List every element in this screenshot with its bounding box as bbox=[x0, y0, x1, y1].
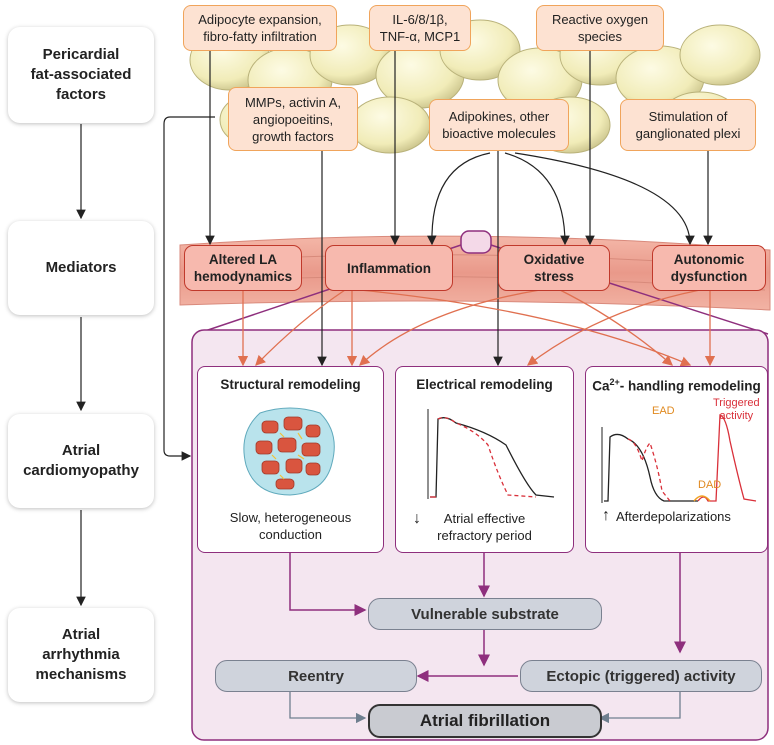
ectopic-activity: Ectopic (triggered) activity bbox=[520, 660, 762, 692]
mediator-oxidative-stress: Oxidative stress bbox=[498, 245, 610, 291]
panel-structural-title: Structural remodeling bbox=[220, 377, 361, 392]
panel-electrical-title: Electrical remodeling bbox=[416, 377, 553, 392]
mediator-altered-la-hemodynamics: Altered LA hemodynamics bbox=[184, 245, 302, 291]
down-arrow-icon: ↓ bbox=[413, 510, 421, 527]
dad-label: DAD bbox=[698, 479, 722, 491]
afterdepolarization-chart bbox=[601, 414, 757, 503]
atrial-fibrillation: Atrial fibrillation bbox=[368, 704, 602, 738]
mediator-inflammation: Inflammation bbox=[325, 245, 453, 291]
factor-ganglionated-plexi: Stimulation of ganglionated plexi bbox=[620, 99, 756, 151]
reentry: Reentry bbox=[215, 660, 417, 692]
mediator-autonomic-dysfunction: Autonomic dysfunction bbox=[652, 245, 766, 291]
fibrotic-tissue-illustration bbox=[243, 407, 335, 496]
zoom-marker bbox=[460, 230, 492, 254]
factor-interleukins: IL-6/8/1β, TNF-α, MCP1 bbox=[369, 5, 471, 51]
panel-structural-caption: Slow, heterogeneous conduction bbox=[229, 510, 352, 542]
vulnerable-substrate: Vulnerable substrate bbox=[368, 598, 602, 630]
action-potential-chart bbox=[427, 409, 555, 499]
panel-calcium-caption: Afterdepolarizations bbox=[616, 509, 731, 524]
factor-reactive-oxygen: Reactive oxygen species bbox=[536, 5, 664, 51]
stage-atrial-cardiomyopathy: Atrial cardiomyopathy bbox=[8, 414, 154, 508]
factor-adipocyte-expansion: Adipocyte expansion, fibro-fatty infiltr… bbox=[183, 5, 337, 51]
stage-mediators: Mediators bbox=[8, 221, 154, 315]
ead-label: EAD bbox=[652, 405, 675, 417]
panel-structural-remodeling: Structural remodeling Slow, heterogeneou… bbox=[197, 366, 384, 553]
panel-electrical-caption: Atrial effective refractory period bbox=[437, 511, 532, 543]
panel-electrical-remodeling: Electrical remodeling ↓ Atrial effective… bbox=[395, 366, 574, 553]
up-arrow-icon: ↑ bbox=[602, 507, 610, 524]
triggered-activity-label: Triggered activity bbox=[713, 397, 760, 422]
panel-calcium-remodeling: Ca2+- handling remodeling EAD DAD Trigge… bbox=[585, 366, 768, 553]
factor-mmps: MMPs, activin A, angiopoeitins, growth f… bbox=[228, 87, 358, 151]
panel-calcium-title: Ca2+- handling remodeling bbox=[592, 377, 761, 394]
stage-pericardial-factors: Pericardial fat-associated factors bbox=[8, 27, 154, 123]
stage-arrhythmia-mechanisms: Atrial arrhythmia mechanisms bbox=[8, 608, 154, 702]
factor-adipokines: Adipokines, other bioactive molecules bbox=[429, 99, 569, 151]
